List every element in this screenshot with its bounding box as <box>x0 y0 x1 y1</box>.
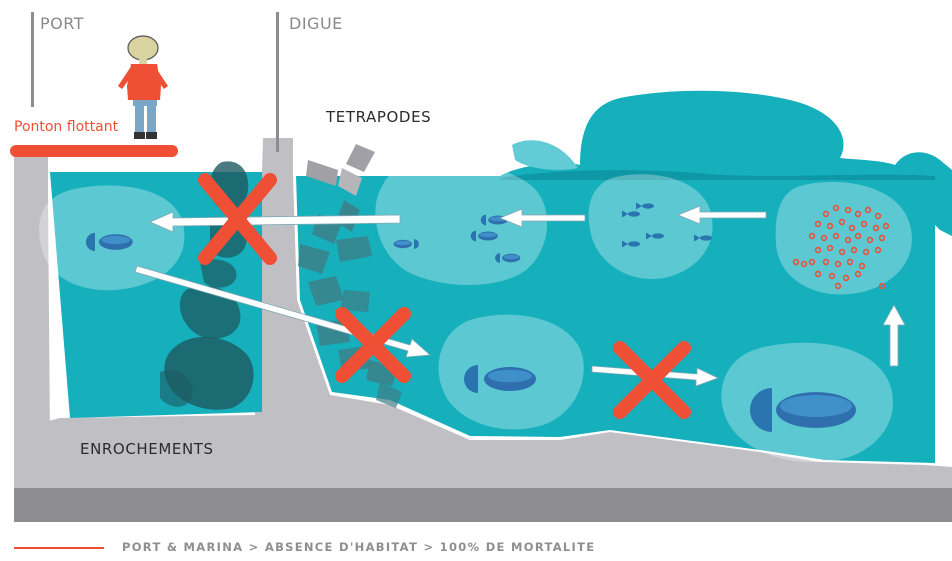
digue-wall <box>14 138 952 488</box>
ponton-label: Ponton flottant <box>14 119 119 135</box>
tetrapodes <box>298 144 402 408</box>
footer-legend-line <box>14 547 104 549</box>
habitat-blob-eggs <box>775 181 912 295</box>
enrochements-label: ENROCHEMENTS <box>80 440 214 458</box>
splash-drop <box>512 140 578 170</box>
quay-wall <box>14 155 50 440</box>
digue-label: DIGUE <box>289 14 343 33</box>
footer-caption: PORT & MARINA > ABSENCE D'HABITAT > 100%… <box>122 540 596 554</box>
egg-cluster-icon <box>792 204 890 290</box>
habitat-blob-tetrapodes <box>375 163 548 286</box>
adult-fish-icon <box>750 388 856 432</box>
port-label: PORT <box>40 14 84 33</box>
tetrapodes-label: TETRAPODES <box>326 108 432 126</box>
wave-crest <box>500 90 952 236</box>
floating-pontoon <box>10 145 178 157</box>
digue-pole <box>276 12 279 152</box>
habitat-blob-larvae <box>588 174 713 280</box>
enrochement-rocks <box>160 161 254 410</box>
ground-base <box>14 488 952 522</box>
person-icon <box>118 35 168 139</box>
cross-icon <box>198 173 691 419</box>
port-pole <box>31 12 34 107</box>
open-sea-water <box>296 176 935 463</box>
